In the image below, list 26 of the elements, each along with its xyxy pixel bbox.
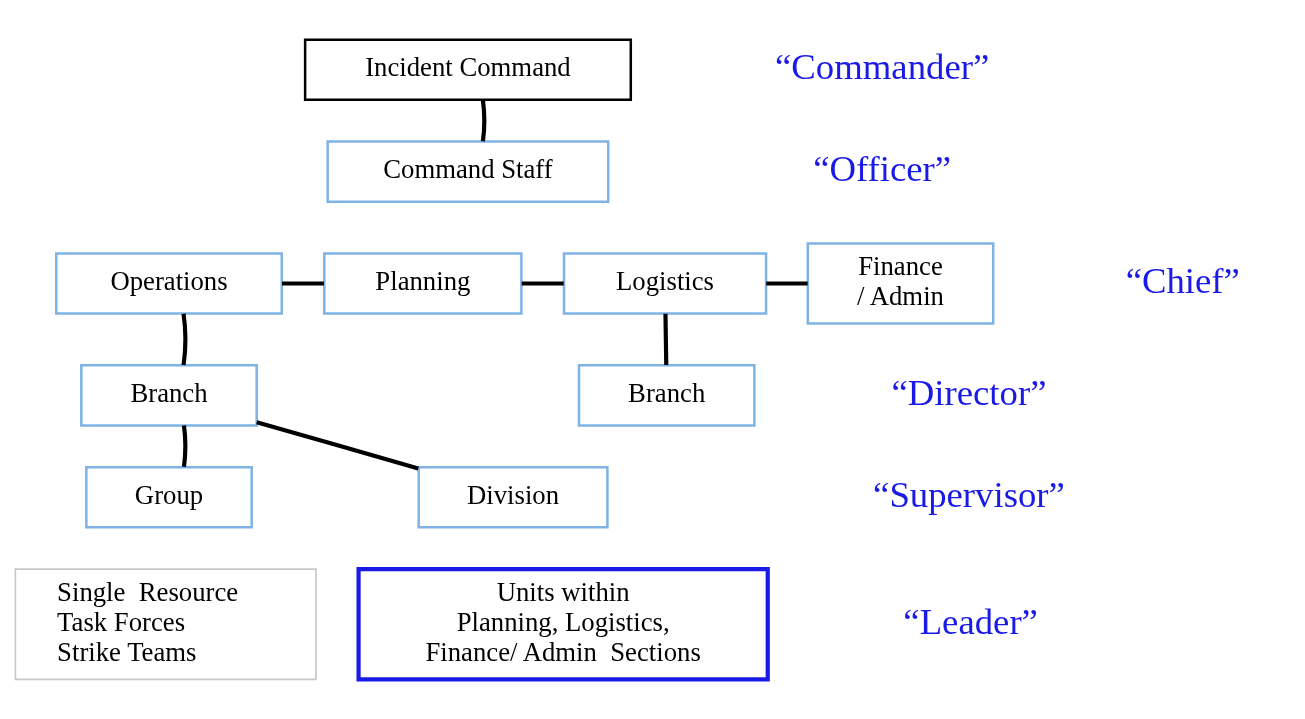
node-box: Branch — [577, 364, 756, 427]
label: “Director” — [891, 371, 1047, 413]
connector — [282, 281, 324, 286]
label: “Officer” — [813, 147, 952, 189]
connector — [521, 281, 564, 286]
node-box: Units within Planning, Logistics, Finance/ Admin Sections — [356, 567, 770, 682]
node-box: Single Resource Task Forces Strike Teams — [14, 568, 317, 681]
connector — [181, 425, 188, 468]
node-box: Logistics — [562, 252, 768, 315]
node-box: Group — [85, 465, 253, 529]
label: “Chief” — [1125, 259, 1240, 301]
node-box: Operations — [55, 252, 283, 315]
node-box: Division — [417, 465, 609, 529]
connector — [480, 99, 487, 142]
connector — [181, 313, 188, 366]
connector — [663, 313, 669, 366]
node-box: Command Staff — [326, 140, 610, 203]
label: “Commander” — [775, 46, 990, 88]
node-box: Incident Command — [303, 38, 633, 102]
node-box: Finance / Admin — [806, 242, 995, 325]
node-box: Planning — [323, 252, 523, 315]
connector — [256, 420, 419, 471]
label: “Supervisor” — [873, 473, 1065, 515]
label: “Leader” — [903, 600, 1038, 642]
node-box: Branch — [80, 364, 258, 427]
connector — [766, 281, 808, 286]
